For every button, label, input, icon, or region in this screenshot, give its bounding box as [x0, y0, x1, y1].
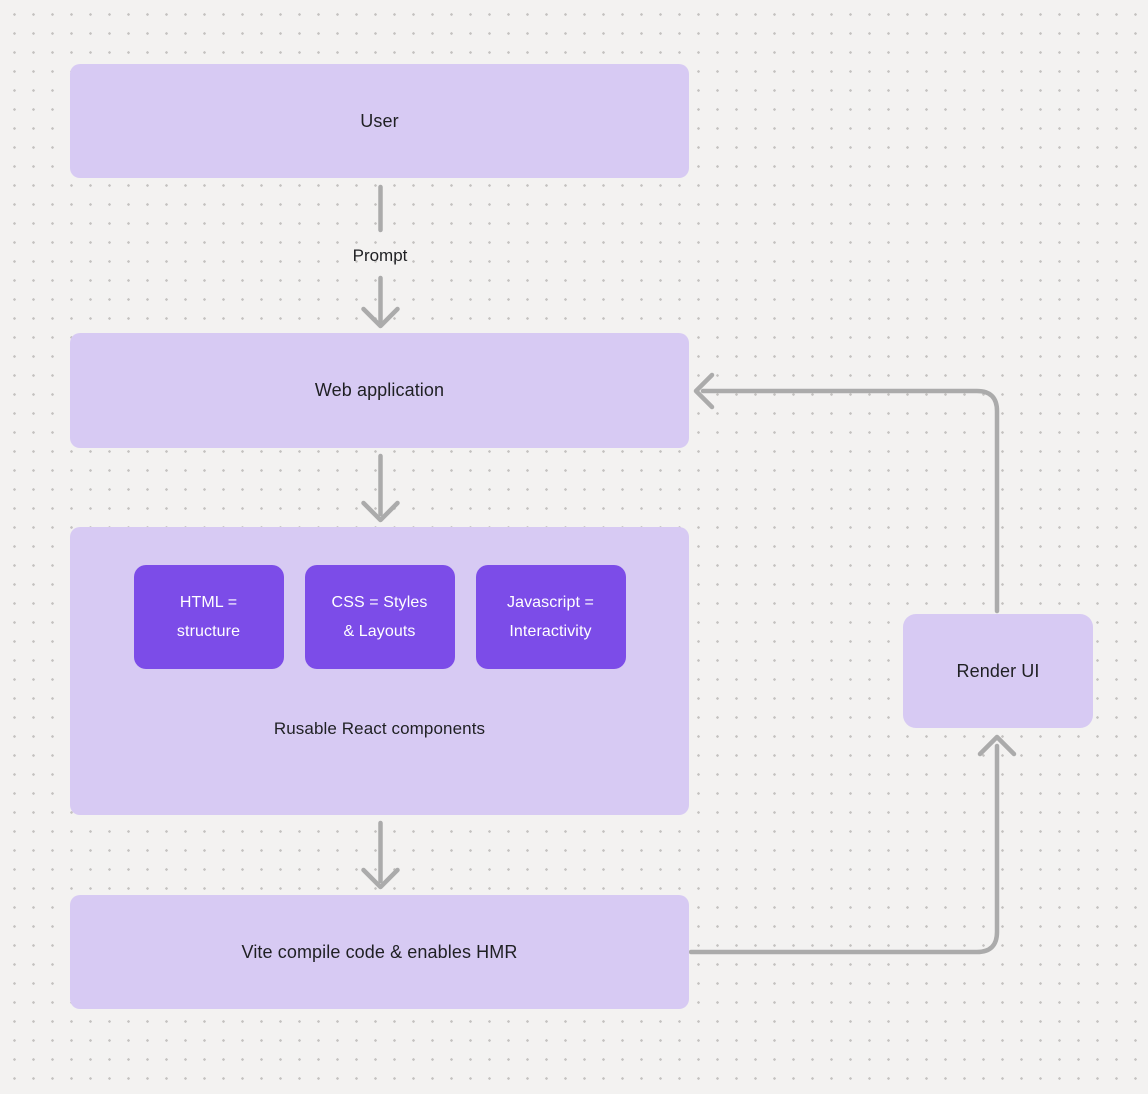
render-ui-node-label: Render UI: [956, 660, 1040, 681]
chip-javascript-line2: Interactivity: [509, 623, 592, 640]
vite-node: Vite compile code & enables HMR: [70, 895, 689, 1009]
render-ui-node: Render UI: [903, 614, 1093, 728]
web-application-node-label: Web application: [314, 380, 445, 400]
chip-javascript-line1: Javascript =: [506, 594, 594, 611]
components-chip-row: HTML = structure CSS = Styles & Layouts …: [70, 565, 689, 669]
prompt-edge-label: Prompt: [352, 246, 408, 265]
chip-javascript: Javascript = Interactivity: [475, 565, 626, 669]
down-arrowhead-icon: [361, 306, 400, 329]
down-arrowhead-icon: [361, 500, 400, 523]
user-node: User: [70, 64, 689, 178]
chip-css: CSS = Styles & Layouts: [304, 565, 455, 669]
components-group-node: HTML = structure CSS = Styles & Layouts …: [70, 527, 689, 815]
chip-css-line2: & Layouts: [343, 623, 416, 640]
edge-vite-to-renderui-connector: [688, 743, 1000, 955]
down-arrowhead-icon: [361, 867, 400, 890]
chip-css-line1: CSS = Styles: [331, 594, 428, 611]
components-group-caption: Rusable React components: [273, 719, 486, 738]
chip-html-line1: HTML =: [179, 594, 238, 611]
vite-node-label: Vite compile code & enables HMR: [241, 941, 518, 962]
chip-html: HTML = structure: [133, 565, 284, 669]
user-node-label: User: [360, 110, 399, 131]
chip-html-line2: structure: [176, 623, 241, 640]
left-arrowhead-icon: [693, 372, 715, 410]
up-arrowhead-icon: [977, 734, 1017, 757]
edge-renderui-to-webapp-connector: [700, 388, 1000, 614]
web-application-node: Web application: [70, 333, 689, 448]
